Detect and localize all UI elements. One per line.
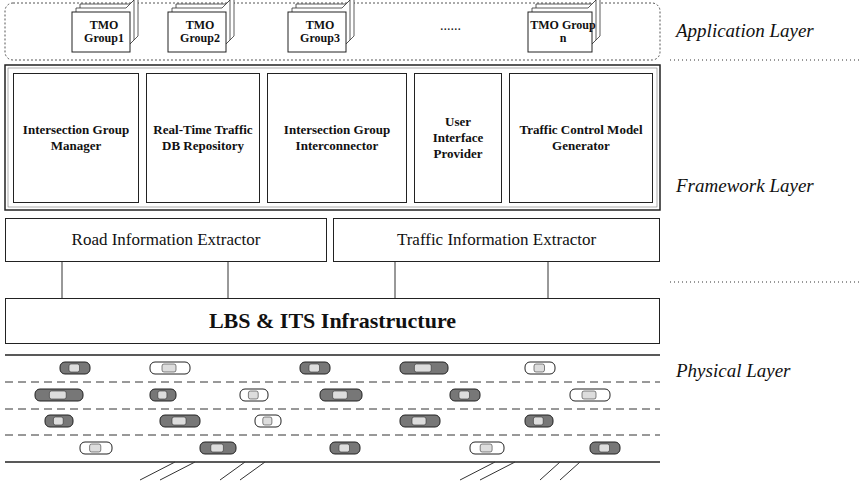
car [255, 415, 281, 427]
lane-marking [5, 382, 660, 383]
layer-separator [670, 60, 862, 61]
car [45, 415, 73, 427]
lane-marking [5, 435, 660, 436]
node-text: Road Information Extractor [72, 230, 261, 250]
framework-module: User Interface Provider [414, 73, 502, 203]
car [470, 442, 504, 454]
car-window [172, 417, 186, 425]
car-window [90, 444, 101, 452]
car-window [333, 391, 348, 399]
tmo-group-icon: TMO Group3 [288, 12, 352, 52]
tmo-group-icon: TMO Group n [528, 12, 598, 52]
framework-module: Traffic Control Model Generator [509, 73, 653, 203]
car-window [533, 417, 543, 425]
road-edge [5, 354, 660, 356]
layer-name: Application Layer [676, 20, 814, 42]
car-window [412, 417, 426, 425]
tmo-group-icon: TMO Group1 [72, 12, 136, 52]
node-text: Intersection Group Interconnector [272, 122, 402, 155]
car-window [339, 444, 350, 452]
framework-inner-outline [8, 68, 657, 207]
car-window [599, 444, 610, 452]
connector-line [228, 262, 229, 298]
car [590, 442, 620, 454]
overpass-support [160, 462, 195, 480]
car-window [263, 417, 272, 425]
node-text: TMO Group3 [290, 19, 350, 45]
layer-separator [670, 282, 862, 283]
car-window [414, 364, 431, 372]
car-window [162, 364, 176, 372]
framework-module: Intersection Group Manager [13, 73, 139, 203]
overpass-support [220, 462, 245, 480]
lane-marking [5, 409, 660, 410]
connector-line [548, 262, 549, 298]
car [150, 362, 190, 374]
layer-name: Framework Layer [676, 175, 814, 197]
car [150, 389, 176, 401]
tmo-group-icon: TMO Group2 [168, 12, 232, 52]
car-window [211, 444, 224, 452]
road-illustration [5, 355, 660, 480]
car [570, 389, 610, 401]
node-text: TMO Group n [530, 19, 596, 45]
node-text: LBS & ITS Infrastructure [209, 308, 456, 334]
extractor-box: Traffic Information Extractor [333, 218, 660, 262]
overpass-support [480, 462, 515, 480]
infrastructure-box: LBS & ITS Infrastructure [5, 298, 660, 344]
car [525, 415, 553, 427]
car [330, 442, 360, 454]
connector-line [395, 262, 396, 298]
ellipsis-mark: ...... [440, 18, 461, 34]
node-text: Intersection Group Manager [18, 122, 134, 155]
car [160, 415, 200, 427]
framework-module: Intersection Group Interconnector [267, 73, 407, 203]
car [400, 415, 440, 427]
framework-outline [5, 65, 660, 210]
overpass-support [460, 462, 495, 480]
overpass-support [240, 462, 265, 480]
node-text: TMO Group2 [170, 19, 230, 45]
car-window [248, 391, 258, 399]
car-window [534, 364, 545, 372]
car [80, 442, 112, 454]
overpass-support [560, 462, 580, 480]
car-window [69, 364, 80, 372]
car [300, 362, 330, 374]
application-group-outline [5, 3, 660, 60]
car-window [459, 391, 470, 399]
framework-module: Real-Time Traffic DB Repository [146, 73, 260, 203]
car-window [582, 391, 596, 399]
node-text: Real-Time Traffic DB Repository [151, 122, 255, 155]
overpass-support [140, 462, 175, 480]
node-text: User Interface Provider [419, 114, 497, 163]
node-text: TMO Group1 [74, 19, 134, 45]
road-edge [5, 461, 660, 463]
car-window [53, 417, 63, 425]
car-window [309, 364, 320, 372]
node-text: Traffic Control Model Generator [514, 122, 648, 155]
car [35, 389, 83, 401]
overpass-support [540, 462, 560, 480]
car [400, 362, 448, 374]
layer-name: Physical Layer [676, 360, 791, 382]
car-window [158, 391, 167, 399]
connector-line [62, 262, 63, 298]
car-window [480, 444, 492, 452]
node-text: Traffic Information Extractor [397, 230, 596, 250]
car [525, 362, 555, 374]
car-window [49, 391, 66, 399]
car [200, 442, 236, 454]
car [450, 389, 480, 401]
car [60, 362, 90, 374]
car [240, 389, 268, 401]
car [320, 389, 362, 401]
extractor-box: Road Information Extractor [5, 218, 327, 262]
